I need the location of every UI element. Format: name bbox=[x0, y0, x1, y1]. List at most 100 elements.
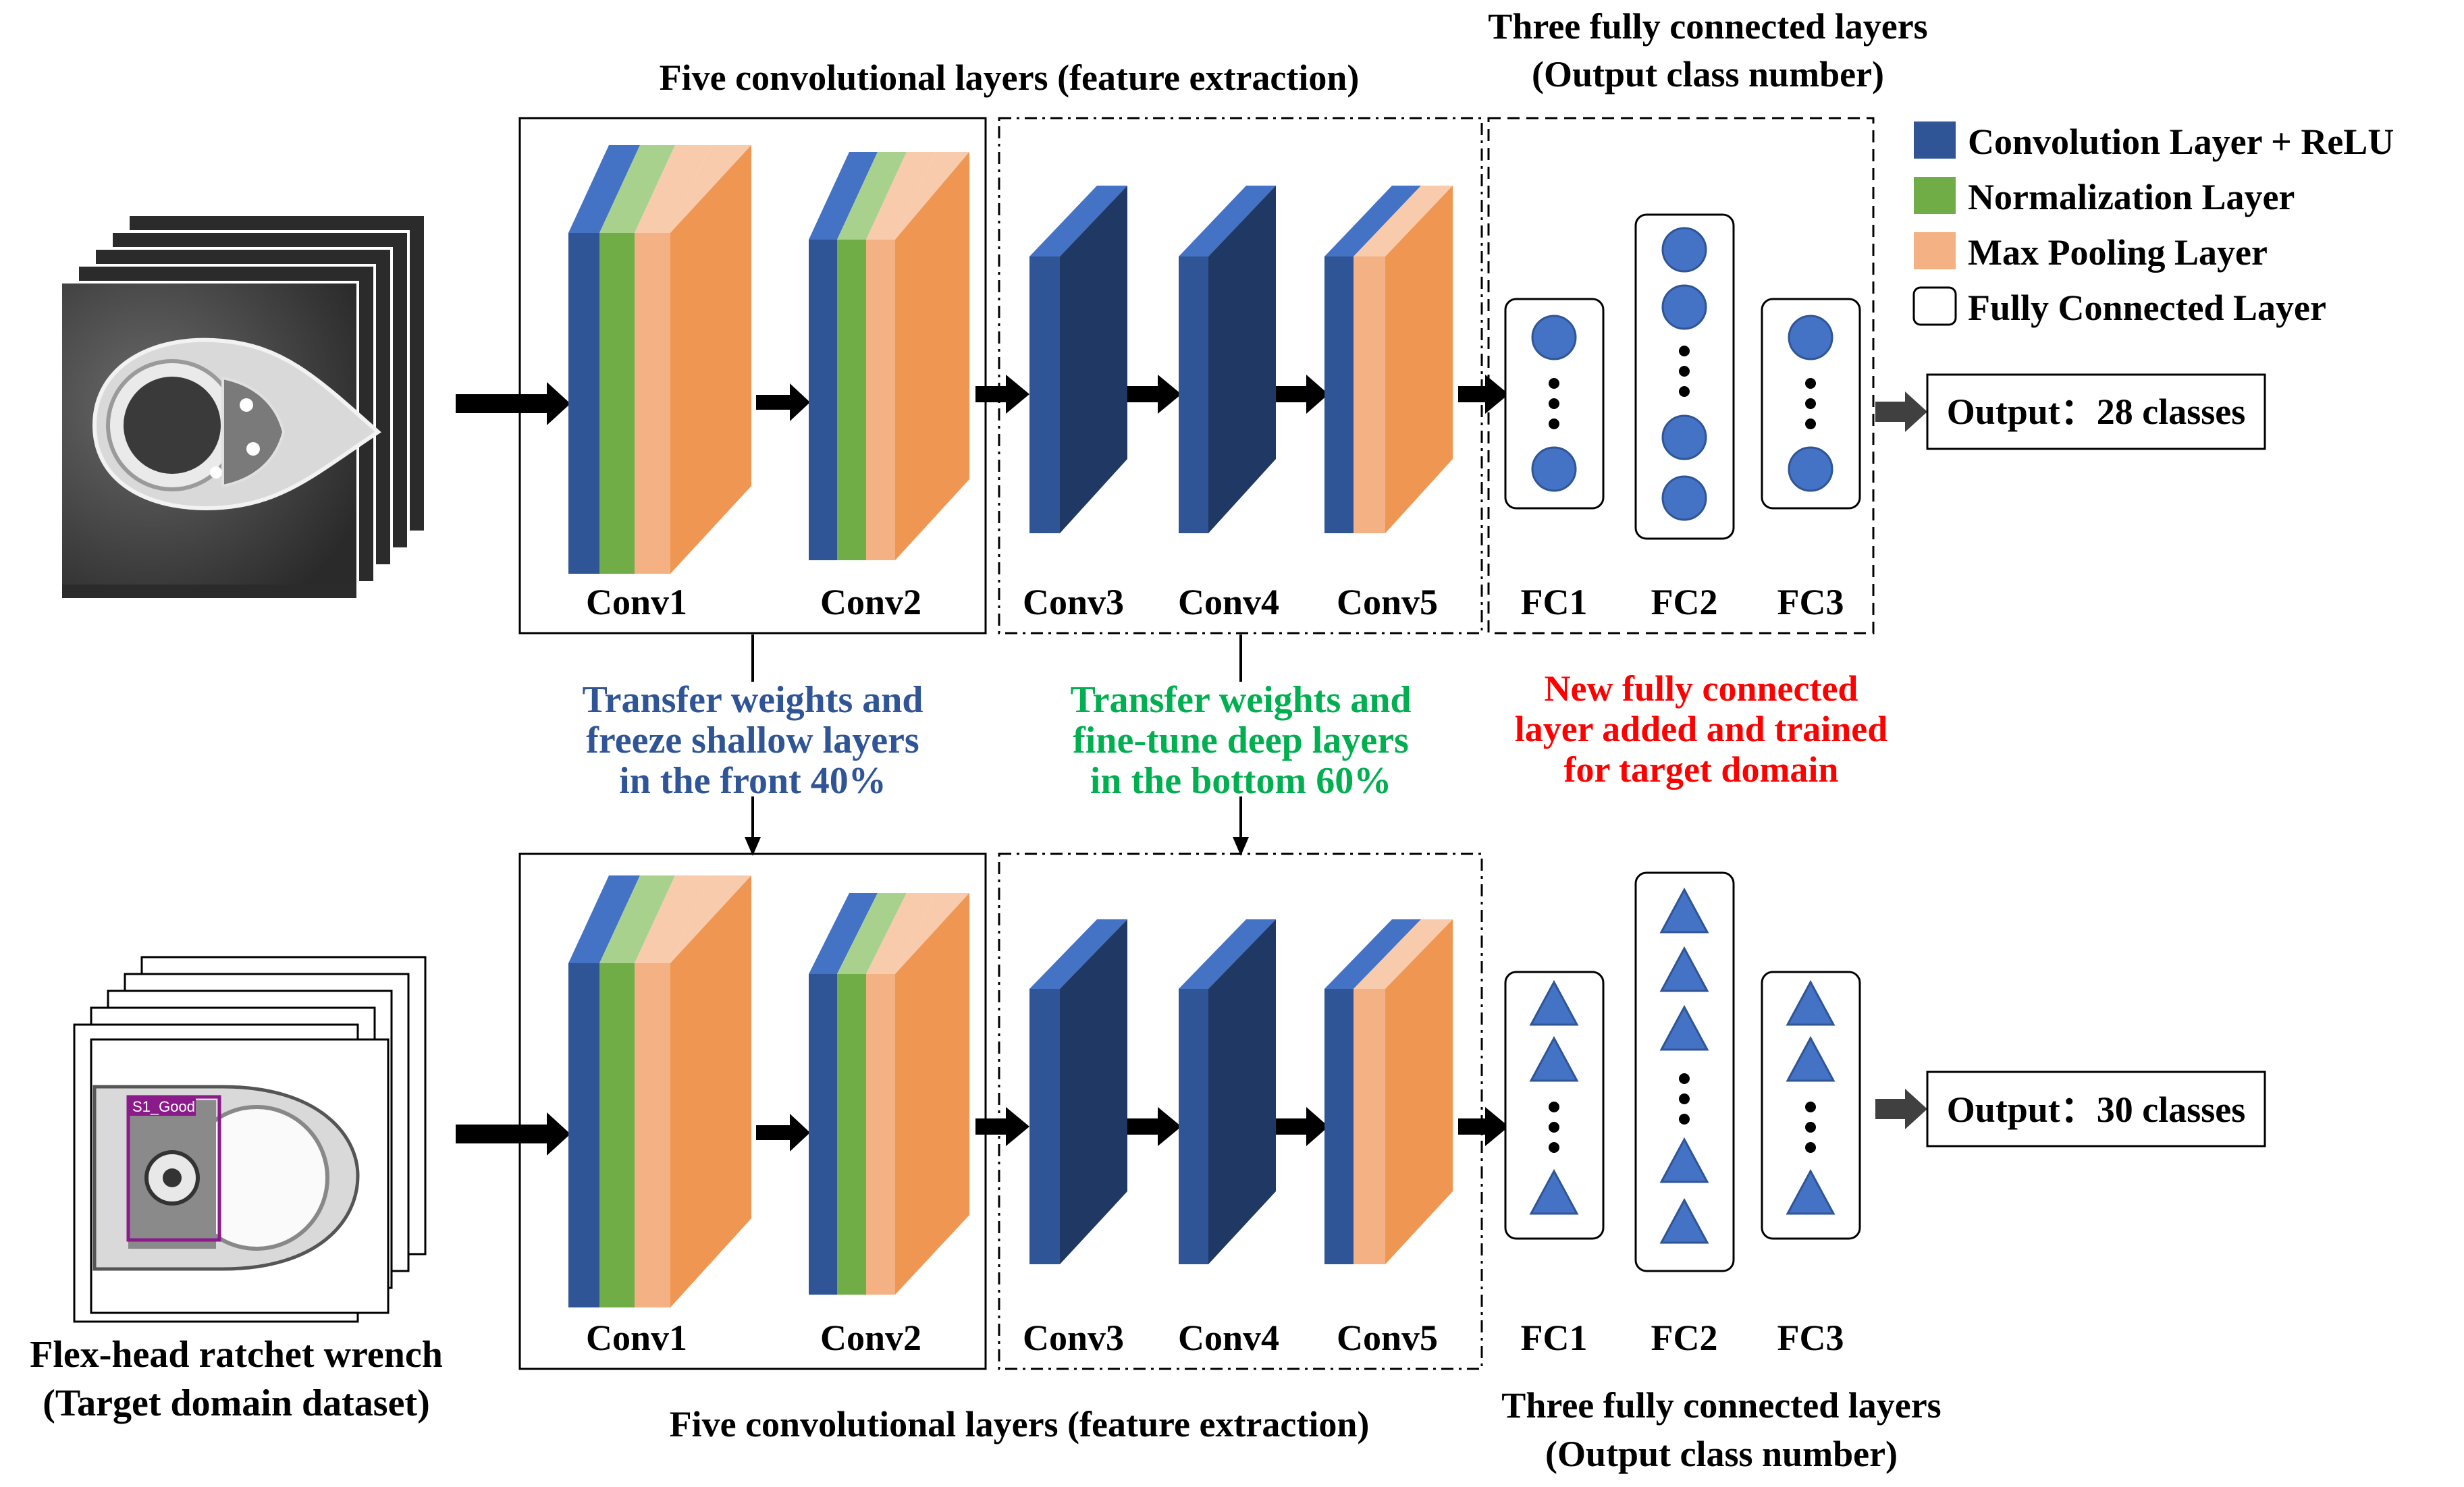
fc-node bbox=[1529, 1168, 1579, 1215]
input-arrow bbox=[456, 1112, 570, 1156]
top-conv5-label: Conv5 bbox=[1337, 582, 1438, 622]
shallow-transfer-line1: Transfer weights and bbox=[582, 679, 923, 721]
top-arrow-conv1-conv2 bbox=[756, 383, 810, 421]
bottom-arrow-conv4-conv5 bbox=[1276, 1107, 1329, 1146]
top-deep-layer-box bbox=[998, 117, 1483, 634]
bottom-arrow-conv5-fc1 bbox=[1458, 1107, 1509, 1146]
bottom-arrow-conv1-conv2 bbox=[756, 1114, 810, 1152]
fc-node bbox=[1659, 1004, 1709, 1051]
dataset-caption-line1: Flex-head ratchet wrench bbox=[30, 1334, 443, 1376]
top-conv1-label: Conv1 bbox=[586, 582, 687, 622]
bottom-conv4-block bbox=[1179, 919, 1276, 1264]
top-conv4-label: Conv4 bbox=[1178, 582, 1279, 622]
bottom-row: S1_Good Flex-head ratchet wrench (Target… bbox=[30, 853, 2266, 1474]
top-fc1-layer bbox=[1504, 298, 1605, 510]
top-conv5-block bbox=[1324, 186, 1453, 533]
top-arrow-conv5-fc1 bbox=[1458, 375, 1509, 414]
top-conv-section-title: Five convolutional layers (feature extra… bbox=[660, 57, 1360, 98]
shallow-transfer-line3: in the front 40% bbox=[619, 760, 886, 802]
fc-node bbox=[1786, 979, 1836, 1026]
bottom-output-box bbox=[1926, 1071, 2266, 1147]
top-conv3-block bbox=[1029, 186, 1127, 533]
fc-node bbox=[1786, 1168, 1836, 1215]
bottom-conv2-block bbox=[809, 893, 969, 1295]
fc-node bbox=[1659, 1197, 1709, 1244]
fc-node bbox=[1531, 446, 1577, 492]
fc-node bbox=[1788, 315, 1833, 360]
bottom-conv1-label: Conv1 bbox=[586, 1318, 687, 1358]
bottom-fc3-layer bbox=[1761, 971, 1861, 1240]
fc-node bbox=[1529, 1035, 1579, 1082]
legend-label-pool: Max Pooling Layer bbox=[1968, 232, 2268, 273]
fc-node bbox=[1531, 315, 1577, 360]
bottom-conv5-block bbox=[1324, 919, 1453, 1264]
top-output-arrow bbox=[1875, 391, 1927, 432]
bottom-arrow-conv3-conv4 bbox=[1127, 1107, 1181, 1146]
bottom-fc-section-title-line1: Three fully connected layers bbox=[1501, 1385, 1941, 1426]
legend-label-conv: Convolution Layer + ReLU bbox=[1968, 121, 2394, 162]
top-fc3-label: FC3 bbox=[1777, 582, 1844, 622]
wrench-head-image bbox=[92, 337, 381, 510]
fc-node bbox=[1659, 1137, 1709, 1183]
bottom-deep-layer-box bbox=[998, 853, 1483, 1370]
legend-label-fc: Fully Connected Layer bbox=[1968, 288, 2326, 328]
bottom-fc1-layer bbox=[1504, 971, 1605, 1240]
bottom-fc1-label: FC1 bbox=[1521, 1318, 1588, 1358]
fc-node bbox=[1659, 887, 1709, 934]
fc-node bbox=[1661, 475, 1707, 521]
bottom-fc2-label: FC2 bbox=[1651, 1318, 1718, 1358]
target-image-stack: S1_Good bbox=[73, 956, 427, 1323]
legend-swatch-conv bbox=[1914, 121, 1956, 159]
fc-node bbox=[1529, 979, 1579, 1026]
transfer-annotations: Transfer weights and freeze shallow laye… bbox=[582, 634, 1887, 856]
top-arrow-conv4-conv5 bbox=[1276, 375, 1329, 414]
deep-transfer-line1: Transfer weights and bbox=[1070, 679, 1411, 721]
top-conv4-block bbox=[1179, 186, 1276, 533]
bottom-conv-section-title: Five convolutional layers (feature extra… bbox=[670, 1404, 1370, 1444]
new-fc-line3: for target domain bbox=[1564, 749, 1839, 790]
top-conv3-label: Conv3 bbox=[1023, 582, 1124, 622]
deep-transfer-line2: fine-tune deep layers bbox=[1073, 720, 1409, 761]
source-image-stack bbox=[59, 213, 427, 601]
top-fc-layer-box bbox=[1487, 117, 1875, 634]
deep-transfer-line3: in the bottom 60% bbox=[1090, 760, 1391, 802]
top-fc2-layer bbox=[1634, 213, 1735, 540]
top-fc-section-title-line2: (Output class number) bbox=[1532, 54, 1884, 94]
fc-node bbox=[1661, 227, 1707, 273]
shallow-transfer-line2: freeze shallow layers bbox=[586, 720, 919, 761]
top-arrow-conv2-conv3 bbox=[975, 375, 1029, 414]
bottom-arrow-conv2-conv3 bbox=[975, 1107, 1029, 1146]
top-arrow-conv3-conv4 bbox=[1127, 375, 1181, 414]
input-arrow bbox=[456, 382, 570, 425]
legend-label-norm: Normalization Layer bbox=[1968, 177, 2295, 217]
top-conv2-label: Conv2 bbox=[820, 582, 921, 622]
bottom-fc2-layer bbox=[1634, 871, 1735, 1272]
new-fc-line2: layer added and trained bbox=[1515, 709, 1888, 749]
target-image-tag: S1_Good bbox=[132, 1098, 195, 1115]
top-conv2-block bbox=[809, 152, 969, 560]
fc-node bbox=[1786, 1035, 1836, 1082]
fc-node bbox=[1661, 414, 1707, 460]
top-fc2-label: FC2 bbox=[1651, 582, 1718, 622]
legend: Convolution Layer + ReLU Normalization L… bbox=[1912, 121, 2394, 328]
legend-swatch-norm bbox=[1914, 177, 1956, 214]
bottom-conv3-label: Conv3 bbox=[1023, 1318, 1124, 1358]
top-shallow-layer-box bbox=[518, 117, 987, 634]
top-fc-section-title-line1: Three fully connected layers bbox=[1488, 6, 1927, 47]
new-fc-line1: New fully connected bbox=[1545, 668, 1858, 709]
bottom-conv4-label: Conv4 bbox=[1178, 1318, 1279, 1358]
bottom-shallow-layer-box bbox=[518, 853, 987, 1370]
bottom-conv1-block bbox=[568, 875, 751, 1307]
fc-node bbox=[1659, 946, 1709, 992]
bottom-output-arrow bbox=[1875, 1089, 1927, 1129]
dataset-caption-line2: (Target domain dataset) bbox=[43, 1382, 429, 1424]
bottom-fc-section-title-line2: (Output class number) bbox=[1545, 1434, 1898, 1474]
fc-node bbox=[1788, 446, 1833, 492]
top-fc3-layer bbox=[1761, 298, 1861, 510]
fc-node bbox=[1661, 284, 1707, 330]
bottom-fc3-label: FC3 bbox=[1777, 1318, 1844, 1358]
bottom-output-label: Output：30 classes bbox=[1947, 1089, 2246, 1130]
legend-swatch-pool bbox=[1914, 232, 1956, 269]
top-output-label: Output：28 classes bbox=[1947, 391, 2246, 432]
